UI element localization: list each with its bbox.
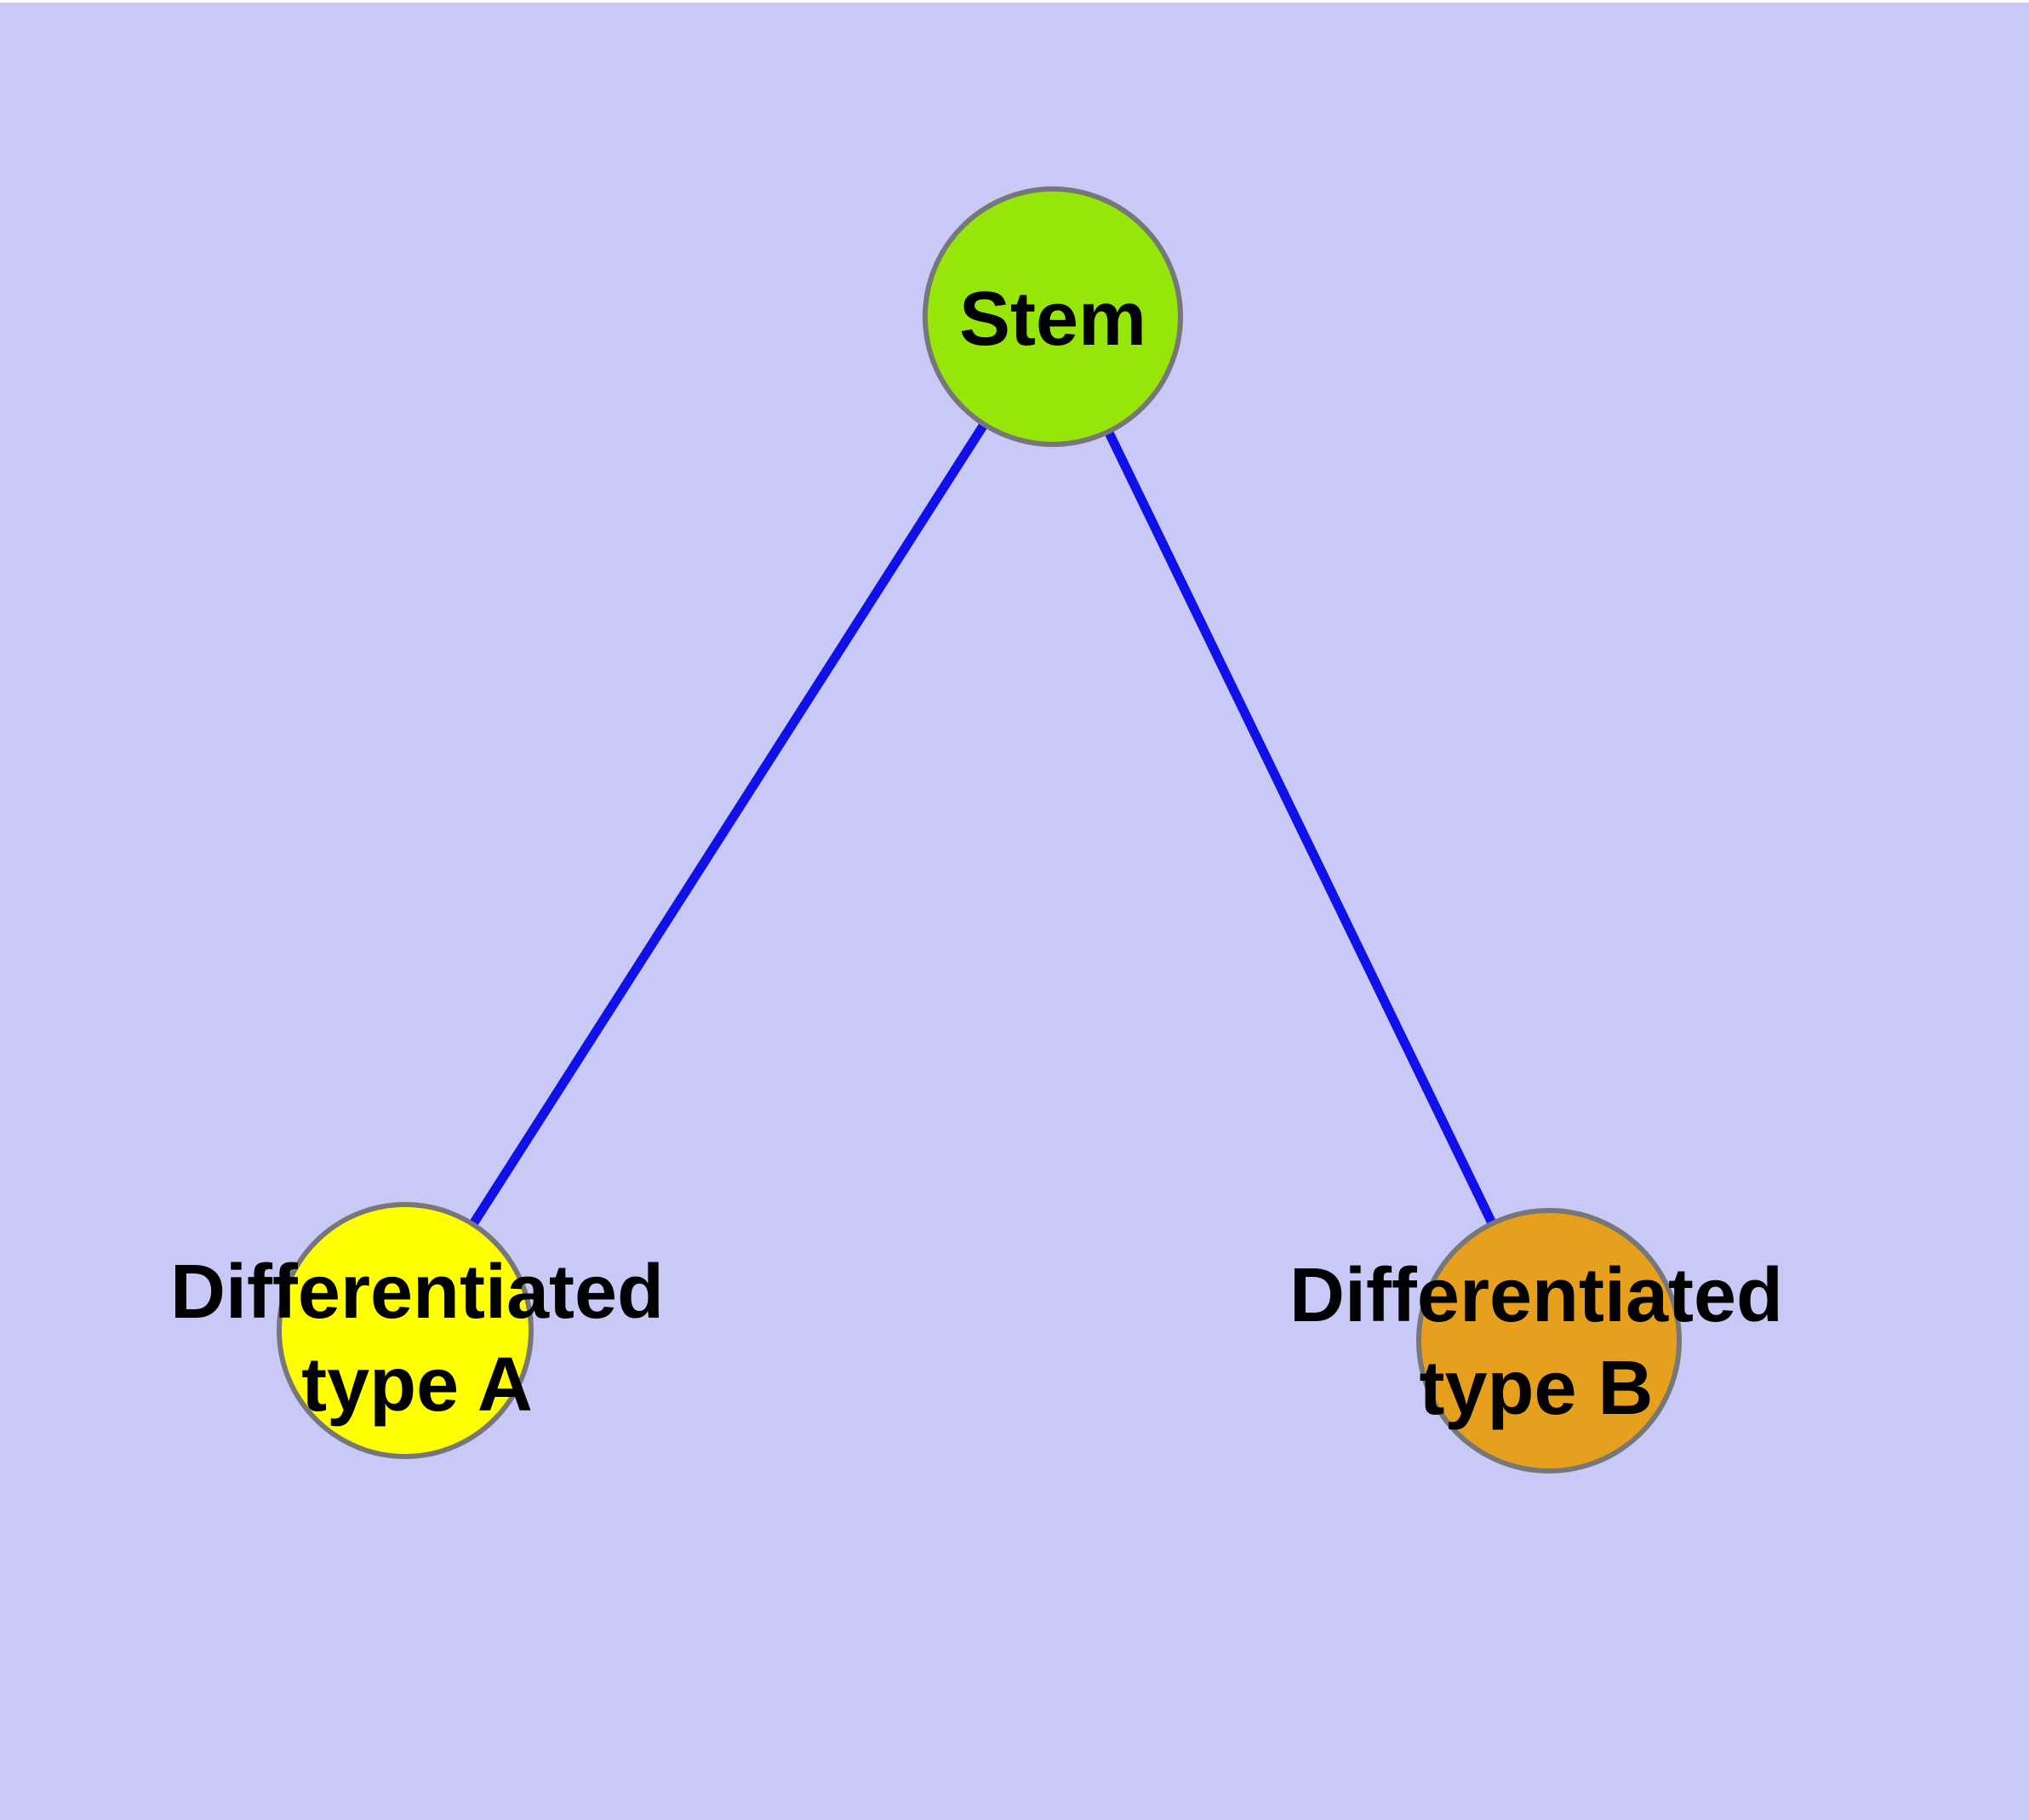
node-type-a-label-line1: Differentiated (170, 1250, 664, 1335)
edge-stem-to-type-a (401, 314, 1057, 1333)
node-type-a-label-line2: type A (301, 1342, 533, 1428)
edge-stem-to-type-b (1049, 314, 1553, 1343)
node-differentiated-type-b: Differentiated type B (1289, 1208, 1783, 1474)
node-type-b-label-line1: Differentiated (1289, 1253, 1783, 1338)
node-stem-label: Stem (959, 277, 1146, 362)
node-type-a-circle (277, 1202, 534, 1459)
node-stem-circle (923, 186, 1183, 447)
node-type-b-label-line2: type B (1419, 1346, 1653, 1431)
node-differentiated-type-a: Differentiated type A (170, 1202, 664, 1459)
node-stem: Stem (923, 186, 1183, 447)
top-margin-strip (0, 0, 2029, 3)
node-type-b-circle (1416, 1208, 1682, 1474)
